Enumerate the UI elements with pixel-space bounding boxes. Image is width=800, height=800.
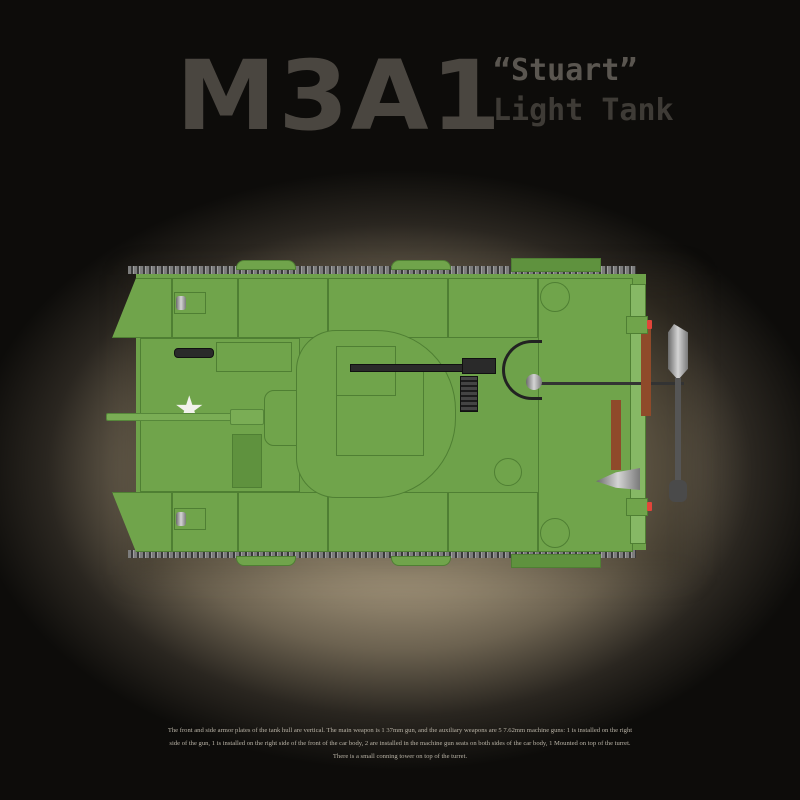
tail-light xyxy=(647,502,652,511)
hull-vent xyxy=(232,434,262,488)
rear-deck-strip xyxy=(511,258,601,272)
antenna-base xyxy=(526,374,542,390)
top-track xyxy=(128,266,636,274)
model-title: M3A1 xyxy=(176,40,503,152)
mg-ammo-belt xyxy=(460,376,478,412)
hull-plate xyxy=(328,492,448,552)
hull-plate xyxy=(238,278,328,338)
gun-mantlet xyxy=(230,409,264,425)
main-gun-barrel xyxy=(106,413,236,421)
description-line: The front and side armor plates of the t… xyxy=(167,727,633,734)
shovel-shaft xyxy=(675,378,681,486)
hull-plate xyxy=(448,492,538,552)
tail-light-mount xyxy=(626,498,648,516)
front-right-plate xyxy=(112,492,172,552)
headlight-lens xyxy=(176,512,186,526)
tool-handle-long xyxy=(641,328,651,416)
fender-bump xyxy=(236,260,296,270)
fender-bump xyxy=(391,556,451,566)
driver-hatch xyxy=(216,342,292,372)
description-line: There is a small conning tower on top of… xyxy=(332,753,468,760)
bottom-track xyxy=(128,550,636,558)
fender-bump xyxy=(236,556,296,566)
hull-plate xyxy=(328,278,448,338)
mg-mount-arc xyxy=(502,340,542,400)
shovel-grip xyxy=(669,480,687,502)
hull-plate xyxy=(448,278,538,338)
deck-stud xyxy=(494,458,522,486)
axe-handle xyxy=(611,400,621,470)
mg-receiver xyxy=(462,358,496,374)
tank-model: ★ xyxy=(106,258,696,570)
bow-machine-gun xyxy=(174,348,214,358)
nickname-title: “Stuart” xyxy=(493,53,638,88)
fuel-cap xyxy=(540,282,570,312)
tail-light xyxy=(647,320,652,329)
headlight-lens xyxy=(176,296,186,310)
antenna-rod xyxy=(534,382,684,385)
fuel-cap xyxy=(540,518,570,548)
description-line: side of the gun, 1 is installed on the r… xyxy=(169,740,631,747)
hull-plate xyxy=(238,492,328,552)
shovel-blade xyxy=(668,324,688,380)
rear-deck-strip xyxy=(511,554,601,568)
type-title: Light Tank xyxy=(493,93,674,128)
fender-bump xyxy=(391,260,451,270)
turret-machine-gun xyxy=(350,364,470,372)
tail-light-mount xyxy=(626,316,648,334)
front-left-plate xyxy=(112,278,172,338)
description-text: The front and side armor plates of the t… xyxy=(110,724,690,763)
